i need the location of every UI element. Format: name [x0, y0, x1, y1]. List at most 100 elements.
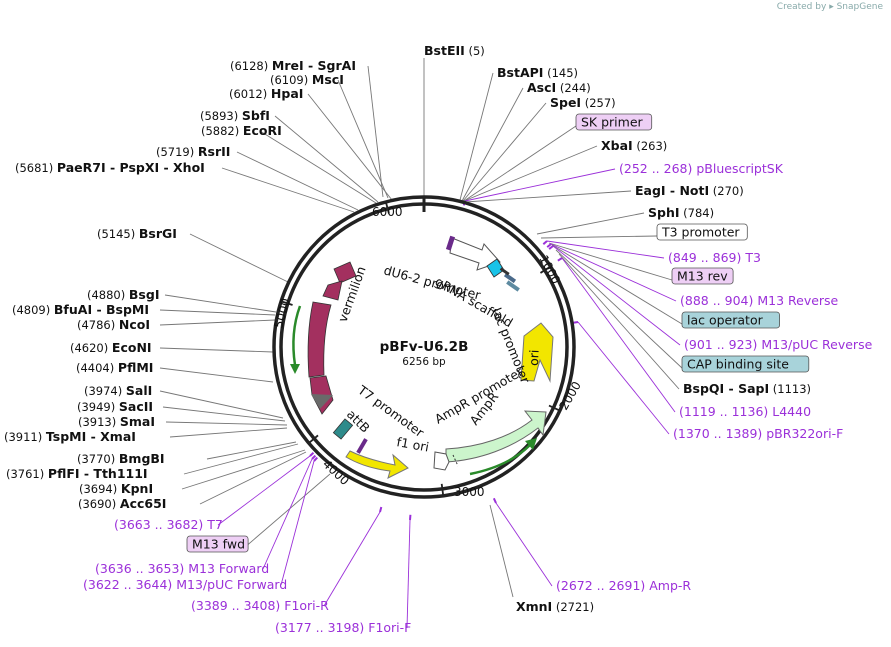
feature-vermilion-exon-3[interactable] — [307, 301, 332, 378]
site-label-acc65i[interactable]: (3690) Acc65I — [78, 496, 166, 511]
feature-vermilion-tip[interactable] — [311, 394, 333, 409]
site-label-hpai[interactable]: (6012) HpaI — [229, 86, 303, 101]
primer-label-l4440[interactable]: (1119 .. 1136) L4440 — [679, 404, 811, 419]
site-label-bspqi[interactable]: BspQI - SapI (1113) — [683, 381, 811, 396]
features — [290, 235, 554, 479]
primer-position: (888 .. 904) — [680, 293, 757, 308]
feature-lac-operator-mark[interactable] — [503, 272, 517, 284]
site-name-2: - SgrAI — [304, 58, 356, 73]
primer-label-amp-r[interactable]: (2672 .. 2691) Amp-R — [556, 578, 691, 593]
site-label-econi[interactable]: (4620) EcoNI — [70, 340, 152, 355]
site-position: (263) — [633, 139, 668, 153]
site-label-msci[interactable]: (6109) MscI — [270, 72, 344, 87]
feature-box-m13-rev[interactable] — [671, 267, 734, 285]
site-label-pflmi[interactable]: (4404) PflMI — [76, 360, 153, 375]
site-label-pflfi[interactable]: (3761) PflFI - Tth111I — [6, 466, 148, 481]
site-position: (5719) — [156, 145, 198, 159]
site-label-xbai[interactable]: XbaI (263) — [601, 138, 667, 153]
feature-ampr[interactable] — [445, 410, 547, 463]
site-name: SacII — [119, 399, 153, 414]
feature-vermilion-exon-2[interactable] — [322, 280, 343, 301]
primer-name: T3 — [744, 250, 761, 265]
site-label-bfuai[interactable]: (4809) BfuAI - BspMI — [12, 302, 149, 317]
site-position: (2721) — [552, 600, 594, 614]
site-position: (1113) — [769, 382, 811, 396]
site-label-tspmi[interactable]: (3911) TspMI - XmaI — [4, 429, 136, 444]
site-label-paer7i[interactable]: (5681) PaeR7I - PspXI - XhoI — [15, 160, 205, 175]
site-position: (6012) — [229, 87, 271, 101]
site-label-bstapi[interactable]: BstAPI (145) — [497, 65, 578, 80]
site-label-bsteii[interactable]: BstEII (5) — [424, 43, 485, 58]
primer-label-t3[interactable]: (849 .. 869) T3 — [668, 250, 761, 265]
site-position: (244) — [556, 81, 591, 95]
plasmid-length: 6256 bp — [402, 356, 446, 368]
feature-vermilion-exon-1[interactable] — [333, 261, 357, 284]
site-label-ncoi[interactable]: (4786) NcoI — [77, 317, 150, 332]
site-label-spei[interactable]: SpeI (257) — [550, 95, 616, 110]
primer-label-f1ori-r[interactable]: (3389 .. 3408) F1ori-R — [191, 598, 329, 613]
site-label-kpni[interactable]: (3694) KpnI — [79, 481, 153, 496]
feature-ori[interactable] — [520, 322, 554, 383]
primer-label-m13-reverse[interactable]: (888 .. 904) M13 Reverse — [680, 293, 839, 308]
site-label-sphi[interactable]: SphI (784) — [648, 205, 714, 220]
leader-line-pbr322ori-f — [577, 321, 670, 435]
feature-box-cap-binding-site[interactable] — [681, 355, 810, 373]
leader-line-pflmi — [159, 367, 274, 383]
primer-label-m13-puc-reverse[interactable]: (901 .. 923) M13/pUC Reverse — [684, 337, 873, 352]
primer-label-m13-puc-forward[interactable]: (3622 .. 3644) M13/pUC Forward — [83, 577, 287, 592]
site-label-bsrgi[interactable]: (5145) BsrGI — [97, 226, 177, 241]
plasmid-name: pBFv-U6.2B — [380, 339, 469, 355]
site-label-sbfi[interactable]: (5893) SbfI — [200, 108, 270, 123]
leader-line-kpni — [181, 449, 306, 490]
site-name-2: - XmaI — [86, 429, 136, 444]
leader-line-ncoi — [159, 319, 276, 326]
leader-line-bspqi — [558, 253, 680, 390]
site-label-bsgi[interactable]: (4880) BsgI — [87, 287, 159, 302]
feature-box-lac-operator[interactable] — [681, 311, 780, 329]
site-position: (3761) — [6, 467, 48, 481]
site-label-ecori[interactable]: (5882) EcoRI — [201, 123, 282, 138]
primer-label-pbr322ori-f[interactable]: (1370 .. 1389) pBR322ori-F — [673, 426, 843, 441]
site-label-smai[interactable]: (3913) SmaI — [78, 414, 155, 429]
leader-line-paer7i — [221, 167, 355, 213]
site-label-mrei[interactable]: (6128) MreI - SgrAI — [230, 58, 356, 73]
site-label-rsrii[interactable]: (5719) RsrII — [156, 144, 230, 159]
site-name: BstAPI — [497, 65, 543, 80]
site-label-sacii[interactable]: (3949) SacII — [77, 399, 153, 414]
site-label-eagi[interactable]: EagI - NotI (270) — [635, 183, 744, 198]
site-name-2: - BspMI — [92, 302, 149, 317]
leader-line-spei — [462, 102, 547, 202]
snapgene-logo-icon: ▸ — [829, 2, 834, 12]
site-position: (4809) — [12, 303, 54, 317]
feature-primer-mark-top[interactable] — [445, 235, 456, 251]
site-position: (3913) — [78, 415, 120, 429]
primer-position: (1370 .. 1389) — [673, 426, 766, 441]
feature-t7-mark[interactable] — [356, 438, 368, 454]
feature-box-sk-primer[interactable] — [575, 113, 653, 131]
primer-label-f1ori-f[interactable]: (3177 .. 3198) F1ori-F — [275, 620, 411, 635]
leader-line-l4440 — [561, 257, 676, 413]
site-label-sali[interactable]: (3974) SalI — [84, 383, 152, 398]
feature-box-t3-promoter[interactable] — [656, 223, 748, 241]
primer-label-t7[interactable]: (3663 .. 3682) T7 — [114, 517, 223, 532]
feature-cap-site-mark[interactable] — [506, 280, 520, 292]
site-position: (3911) — [4, 430, 46, 444]
primer-name: Amp-R — [649, 578, 691, 593]
feature-ampr-direction-arrow — [469, 444, 531, 476]
leader-line-smai — [165, 421, 288, 426]
feature-box-m13-fwd[interactable] — [186, 535, 249, 553]
site-position: (4404) — [76, 361, 118, 375]
site-label-bmgbi[interactable]: (3770) BmgBI — [77, 451, 165, 466]
leader-line-t7 — [217, 455, 311, 526]
primer-label-pbluescriptsk[interactable]: (252 .. 268) pBluescriptSK — [619, 161, 784, 176]
feature-f1-ori[interactable] — [345, 450, 409, 479]
site-name: BsgI — [129, 287, 160, 302]
feature-t3-mark[interactable] — [499, 267, 510, 276]
site-label-asci[interactable]: AscI (244) — [527, 80, 591, 95]
feature-ampr-promoter[interactable] — [433, 451, 450, 471]
site-label-xmni[interactable]: XmnI (2721) — [516, 599, 594, 614]
feature-attb[interactable] — [332, 418, 354, 440]
tick-label-4000: 4000 — [320, 457, 352, 488]
primer-label-m13-forward[interactable]: (3636 .. 3653) M13 Forward — [95, 561, 269, 576]
